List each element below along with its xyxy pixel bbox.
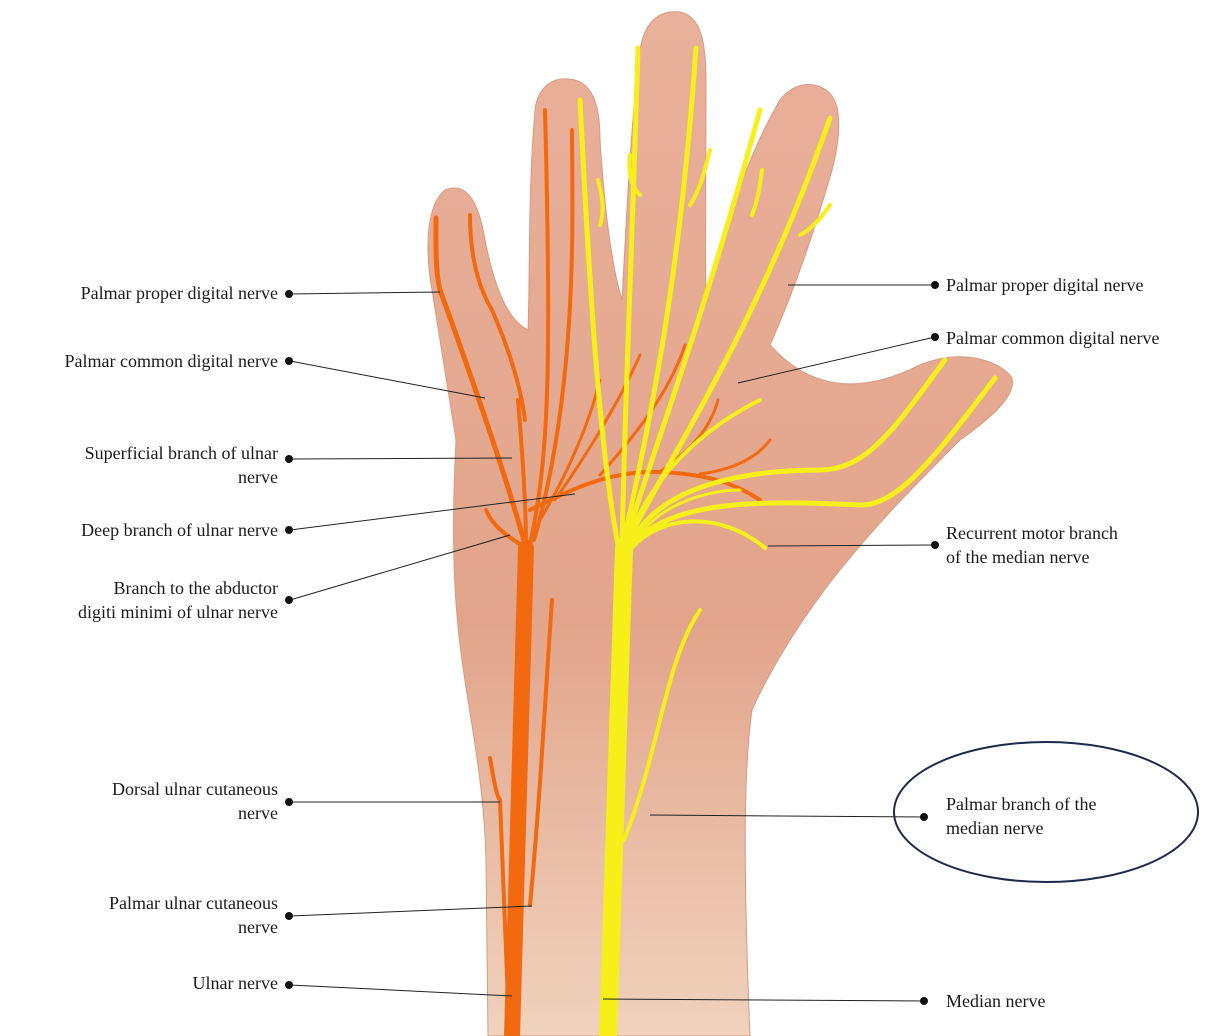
dot-right-median — [920, 997, 928, 1005]
label-text-line1: Palmar ulnar cutaneous — [109, 891, 278, 915]
label-left-abductor: Branch to the abductor digiti minimi of … — [78, 576, 278, 624]
dot-right-palmar-branch — [920, 813, 928, 821]
leader-left-proper-digital — [290, 292, 440, 294]
label-text-line1: Branch to the abductor — [78, 576, 278, 600]
label-text: Ulnar nerve — [193, 973, 278, 993]
dot-left-common-digital — [285, 357, 293, 365]
label-text-line1: Dorsal ulnar cutaneous — [112, 777, 278, 801]
label-text-line2: nerve — [112, 801, 278, 825]
label-text-line2: of the median nerve — [946, 545, 1118, 569]
dot-right-recurrent — [931, 541, 939, 549]
label-right-palmar-proper-digital: Palmar proper digital nerve — [946, 273, 1143, 297]
label-text: Palmar proper digital nerve — [946, 275, 1143, 295]
label-text: Palmar common digital nerve — [65, 351, 278, 371]
label-left-palmar-ulnar: Palmar ulnar cutaneous nerve — [109, 891, 278, 939]
label-text: Median nerve — [946, 991, 1045, 1011]
label-text-line1: Palmar branch of the — [946, 792, 1096, 816]
label-text: Deep branch of ulnar nerve — [81, 520, 278, 540]
dot-right-proper-digital — [931, 281, 939, 289]
label-right-recurrent-motor: Recurrent motor branch of the median ner… — [946, 521, 1118, 569]
label-left-superficial-ulnar: Superficial branch of ulnar nerve — [85, 441, 278, 489]
label-text: Palmar common digital nerve — [946, 328, 1159, 348]
leader-left-ulnar — [290, 985, 512, 996]
label-text: Palmar proper digital nerve — [81, 283, 278, 303]
dot-left-dorsal — [285, 798, 293, 806]
dot-right-common-digital — [931, 333, 939, 341]
label-text-line2: nerve — [109, 915, 278, 939]
label-left-palmar-common-digital: Palmar common digital nerve — [65, 349, 278, 373]
dot-left-abductor — [285, 596, 293, 604]
dot-left-superficial — [285, 455, 293, 463]
label-left-dorsal-ulnar: Dorsal ulnar cutaneous nerve — [112, 777, 278, 825]
dot-left-deep — [285, 526, 293, 534]
dot-left-palmar-ulnar — [285, 912, 293, 920]
label-text-line2: nerve — [85, 465, 278, 489]
label-text-line1: Recurrent motor branch — [946, 521, 1118, 545]
label-text-line2: median nerve — [946, 816, 1096, 840]
label-text-line1: Superficial branch of ulnar — [85, 441, 278, 465]
label-right-palmar-branch: Palmar branch of the median nerve — [946, 792, 1096, 840]
label-left-deep-ulnar: Deep branch of ulnar nerve — [81, 518, 278, 542]
dot-left-ulnar — [285, 981, 293, 989]
label-text-line2: digiti minimi of ulnar nerve — [78, 600, 278, 624]
label-right-median-nerve: Median nerve — [946, 989, 1045, 1013]
label-left-palmar-proper-digital: Palmar proper digital nerve — [81, 281, 278, 305]
label-right-palmar-common-digital: Palmar common digital nerve — [946, 326, 1159, 350]
dot-left-proper-digital — [285, 290, 293, 298]
label-left-ulnar-nerve: Ulnar nerve — [193, 971, 278, 995]
